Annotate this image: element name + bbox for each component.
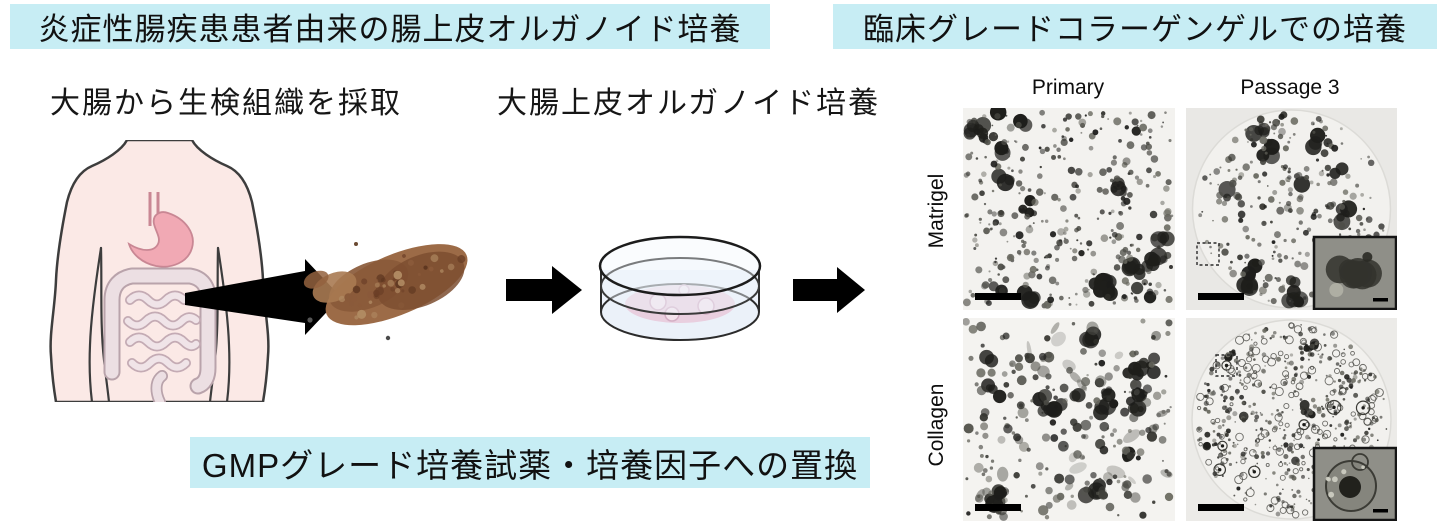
stomach-illustration bbox=[127, 192, 194, 268]
large-intestine-illustration bbox=[103, 267, 217, 402]
dashed-annotation-box bbox=[1196, 242, 1220, 266]
micrograph-matrigel-primary bbox=[963, 108, 1175, 310]
human-torso-intestine-illustration bbox=[49, 140, 270, 402]
column-header-primary: Primary bbox=[1031, 76, 1105, 99]
micrograph-collagen-passage3 bbox=[1186, 318, 1397, 521]
row-header-collagen: Collagen bbox=[925, 383, 948, 467]
scale-bar bbox=[975, 504, 1021, 511]
biopsy-tissue-image bbox=[303, 242, 468, 341]
banner-gmp-reagent-replacement: GMPグレード培養試薬・培養因子への置換 bbox=[190, 437, 870, 488]
dashed-annotation-box bbox=[1215, 354, 1238, 377]
inset-scale-bar bbox=[1373, 509, 1388, 513]
arrow-right-icon bbox=[793, 267, 865, 313]
banner-clinical-collagen-culture: 臨床グレードコラーゲンゲルでの培養 bbox=[833, 4, 1437, 49]
scale-bar bbox=[1198, 504, 1244, 511]
row-header-matrigel: Matrigel bbox=[925, 173, 948, 249]
small-intestine-illustration bbox=[123, 290, 201, 373]
arrow-right-icon bbox=[185, 259, 341, 335]
label-organoid-culture: 大腸上皮オルガノイド培養 bbox=[497, 87, 881, 120]
label-biopsy-collection: 大腸から生検組織を採取 bbox=[50, 87, 402, 120]
micrograph-collagen-primary bbox=[963, 318, 1175, 521]
micrograph-matrigel-passage3 bbox=[1186, 108, 1397, 310]
petri-dish-icon bbox=[598, 235, 762, 341]
banner-patient-organoid-culture: 炎症性腸疾患患者由来の腸上皮オルガノイド培養 bbox=[10, 4, 770, 49]
arrow-right-icon bbox=[506, 266, 582, 314]
inset-scale-bar bbox=[1373, 298, 1388, 302]
column-header-passage3: Passage 3 bbox=[1240, 76, 1340, 99]
scale-bar bbox=[975, 293, 1021, 300]
scale-bar bbox=[1198, 293, 1244, 300]
